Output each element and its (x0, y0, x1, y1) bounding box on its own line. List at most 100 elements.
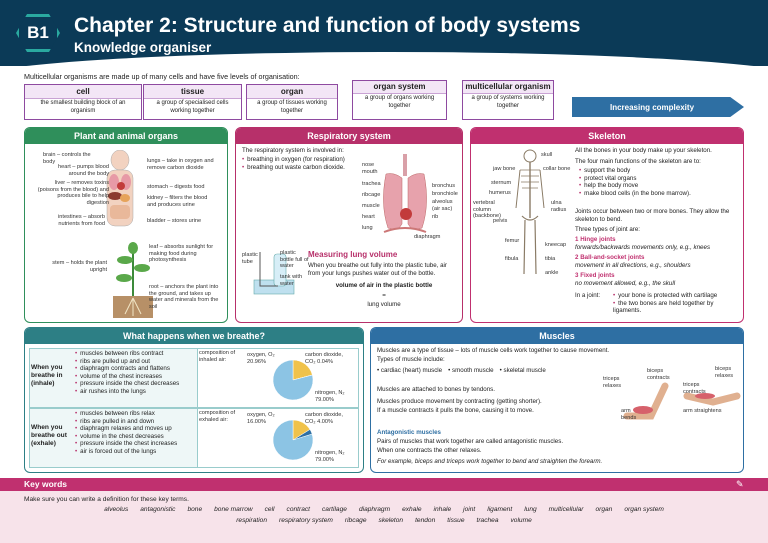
keyword: volume (510, 517, 532, 524)
organ-label: bladder – stores urine (147, 218, 202, 224)
bone-label: pelvis (493, 218, 508, 224)
skeleton-functions-intro: The four main functions of the skeleton … (575, 158, 701, 165)
inhale-bullet: pressure inside the chest decreases (75, 380, 195, 388)
bone-label: radius (551, 207, 567, 213)
bone-label: humerus (489, 190, 511, 196)
keyword: respiration (236, 517, 268, 524)
keyword: diaphragm (358, 506, 391, 513)
pull-text: If a muscle contracts it pulls the bone,… (377, 407, 534, 414)
resp-label: nose (362, 162, 375, 168)
organ-label: stomach – digests food (147, 184, 205, 190)
level-name: cell (25, 85, 141, 99)
keywords-title: Key words (24, 479, 67, 489)
keyword: multicellular (548, 506, 584, 513)
resp-label: alveolus (air sac) (432, 199, 453, 212)
antagonistic-text: When one contracts the other relaxes. (377, 447, 482, 454)
bone-label: collar bone (543, 166, 571, 172)
bone-label: fibula (505, 256, 519, 262)
exhale-bullet: volume in the chest decreases (75, 433, 195, 441)
resp-label: bronchiole (432, 191, 458, 197)
level-desc: a group of organs working together (364, 95, 435, 109)
panel-title: What happens when we breathe? (25, 328, 363, 344)
bone-label: tibia (545, 256, 556, 262)
function-item: help the body move (579, 182, 741, 190)
measure-title: Measuring lung volume (308, 250, 398, 259)
page-title: Chapter 2: Structure and function of bod… (74, 14, 581, 37)
keyword: ribcage (344, 517, 367, 524)
exhaled-air-pie (272, 419, 314, 461)
arm-label: biceps contracts (647, 368, 670, 381)
antagonistic-example: For example, biceps and triceps work tog… (377, 458, 603, 465)
keywords-bar (0, 478, 768, 491)
antagonistic-title: Antagonistic muscles (377, 429, 441, 436)
arm-label: arm straightens (683, 408, 722, 414)
keyword: organ (595, 506, 613, 513)
measure-text: When you breathe out fully into the plas… (308, 262, 447, 277)
tendons-text: Muscles are attached to bones by tendons… (377, 386, 495, 393)
pie-label: carbon dioxide, CO₂ 4.00% (305, 412, 343, 425)
resp-label: mouth (362, 169, 378, 175)
level-desc: a group of specialised cells working tog… (156, 100, 229, 114)
exhale-bullet: ribs are pulled in and down (75, 418, 195, 426)
arm-label: arm bends (621, 408, 637, 421)
pie-label: nitrogen, N₂ 79.00% (315, 450, 345, 463)
arm-label: biceps relaxes (715, 366, 734, 379)
inhale-bullet: ribs are pulled up and out (75, 358, 195, 366)
complexity-arrow: Increasing complexity (572, 97, 744, 117)
apparatus-label: tank with water (280, 274, 303, 287)
apparatus-label: plastic tube (242, 252, 258, 265)
resp-label: heart (362, 214, 375, 220)
organ-label: liver – removes toxins (poisons from the… (37, 180, 109, 206)
organ-label: kidney – filters the blood and produces … (147, 195, 208, 208)
plant-animal-panel: Plant and animal organs brain – controls… (24, 127, 228, 323)
bone-label: sternum (491, 180, 512, 186)
keyword: alveolus (104, 506, 129, 513)
plant-label: leaf – absorbs sunlight for making food … (149, 244, 214, 264)
keyword: tendon (415, 517, 436, 524)
skeleton-intro: All the bones in your body make up your … (575, 147, 712, 154)
muscles-panel: Muscles Muscles are a type of tissue – l… (370, 327, 744, 473)
resp-bullet: breathing out waste carbon dioxide. (242, 164, 366, 172)
breathe-panel: What happens when we breathe? When you b… (24, 327, 364, 473)
joint-facts: your bone is protected with cartilage th… (613, 292, 741, 315)
keywords-row-1: alveolus antagonistic bone bone marrow c… (24, 506, 744, 513)
organ-label: lungs – take in oxygen and remove carbon… (147, 158, 214, 171)
page-subtitle: Knowledge organiser (74, 40, 212, 55)
keyword: ligament (487, 506, 513, 513)
skeleton-panel: Skeleton skull jaw bone collar bone ster… (470, 127, 744, 323)
lungs-figure (383, 154, 427, 233)
arm-label: triceps relaxes (603, 376, 622, 389)
function-item: support the body (579, 167, 741, 175)
function-item: protect vital organs (579, 175, 741, 183)
keyword: respiratory system (279, 517, 333, 524)
muscle-type: • smooth muscle (448, 367, 494, 374)
keyword: bone (187, 506, 203, 513)
plant-label: stem – holds the plant upright (52, 260, 107, 273)
keyword: cartilage (322, 506, 347, 513)
level-desc: the smallest building block of an organi… (40, 100, 126, 114)
respiratory-panel: Respiratory system The respiratory syste… (235, 127, 463, 323)
organ-label: intestines – absorb nutrients from food (58, 214, 105, 227)
chapter-badge: B1 (16, 14, 60, 52)
resp-label: muscle (362, 203, 380, 209)
muscle-type: • skeletal muscle (499, 367, 546, 374)
equation-equals: = (382, 292, 386, 299)
exhale-bullet: diaphragm relaxes and moves up (75, 425, 195, 433)
bone-label: ulna (551, 200, 562, 206)
inhale-bullet: diaphragm contracts and flattens (75, 365, 195, 373)
panel-title: Plant and animal organs (25, 128, 227, 144)
bone-label: femur (505, 238, 520, 244)
lung-volume-apparatus (253, 252, 295, 295)
slice-nitrogen (272, 419, 314, 461)
level-name: organ system (353, 81, 446, 94)
pie-label: carbon dioxide, CO₂ 0.04% (305, 352, 343, 365)
keyword: trachea (476, 517, 499, 524)
puzzle-icon: ✎ (736, 479, 744, 489)
exhale-bullet: air is forced out of the lungs (75, 448, 195, 456)
level-desc: a group of systems working together (471, 95, 545, 109)
joint-fact: your bone is protected with cartilage (613, 292, 741, 300)
plant-figure (113, 242, 153, 318)
